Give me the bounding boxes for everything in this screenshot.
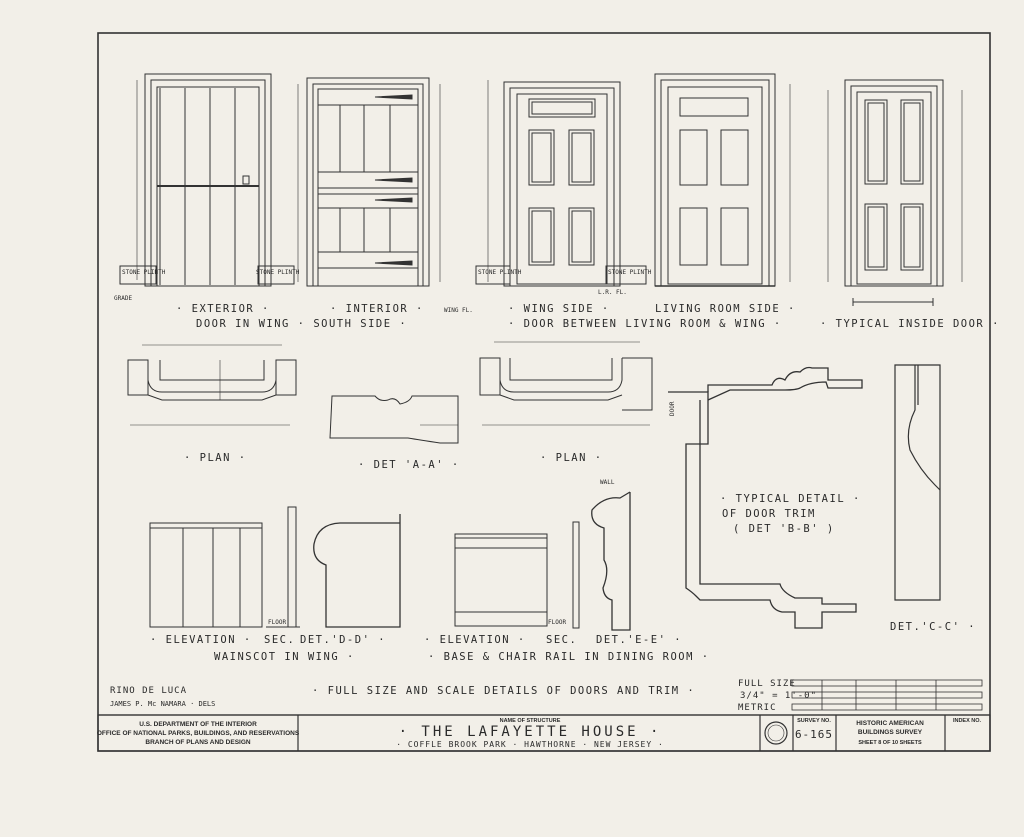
tb-structure-name: · THE LAFAYETTE HOUSE · xyxy=(399,724,662,740)
caption-typical-detail-1: · TYPICAL DETAIL · xyxy=(720,493,861,505)
door-interior-elevation xyxy=(306,77,430,287)
scale-metric: METRIC xyxy=(738,703,777,713)
scale-full-size: FULL SIZE xyxy=(738,679,796,689)
caption-door-between: · DOOR BETWEEN LIVING ROOM & WING · xyxy=(508,318,782,330)
tb-habs-2: BUILDINGS SURVEY xyxy=(858,729,923,736)
label-floor-2: FLOOR xyxy=(548,619,566,626)
wainscot-elevation-drawing xyxy=(149,506,300,628)
plan-2-drawing xyxy=(479,341,653,426)
label-door: DOOR xyxy=(669,401,676,416)
door-living-room-side-elevation xyxy=(654,73,776,287)
tb-habs-1: HISTORIC AMERICAN xyxy=(856,720,924,727)
caption-exterior: · EXTERIOR · xyxy=(176,303,270,315)
det-d-d-drawing xyxy=(313,514,401,628)
tb-agency-3: BRANCH OF PLANS AND DESIGN xyxy=(145,739,251,746)
label-floor-1: FLOOR xyxy=(268,619,286,626)
door-exterior-elevation xyxy=(119,73,295,287)
label-stone-plinth-3: STONE PLINTH xyxy=(478,269,522,276)
caption-det-dd: DET.'D-D' · xyxy=(300,634,386,646)
scale-bars xyxy=(791,679,983,711)
det-e-e-drawing xyxy=(591,491,631,631)
caption-base-chair-rail: · BASE & CHAIR RAIL IN DINING ROOM · xyxy=(428,651,710,663)
caption-main-title: · FULL SIZE AND SCALE DETAILS OF DOORS A… xyxy=(312,685,695,697)
caption-living-room-side: LIVING ROOM SIDE · xyxy=(655,303,796,315)
title-block xyxy=(97,714,991,752)
scale-three-quarter: 3/4" = 1'-0" xyxy=(740,691,817,701)
label-lr-fl: L.R. FL. xyxy=(598,289,627,296)
tb-index-no-label: INDEX NO. xyxy=(953,718,982,724)
tb-sheet: SHEET 8 OF 10 SHEETS xyxy=(858,740,922,746)
label-stone-plinth-1: STONE PLINTH xyxy=(122,269,166,276)
caption-sec-2: SEC. xyxy=(546,634,577,646)
caption-det-ee: DET.'E-E' · xyxy=(596,634,682,646)
tb-survey-no-label: SURVEY NO. xyxy=(797,718,831,724)
label-grade: GRADE xyxy=(114,295,132,302)
caption-det-cc: DET.'C-C' · xyxy=(890,621,976,633)
caption-interior: · INTERIOR · xyxy=(330,303,424,315)
tb-name-of-structure-label: NAME OF STRUCTURE xyxy=(500,718,561,724)
delineator-2: JAMES P. Mc NAMARA · DELS xyxy=(110,700,215,708)
label-stone-plinth-2: STONE PLINTH xyxy=(256,269,300,276)
caption-typical-detail-2: OF DOOR TRIM xyxy=(722,508,816,520)
caption-elevation-1: · ELEVATION · xyxy=(150,634,252,646)
dimension-lines xyxy=(136,80,963,282)
door-trim-detail-b-b xyxy=(668,366,863,629)
caption-typical-detail-3: ( DET 'B-B' ) xyxy=(733,523,835,535)
base-chair-rail-elevation-drawing xyxy=(454,521,580,629)
tb-location: · COFFLE BROOK PARK · HAWTHORNE · NEW JE… xyxy=(396,740,664,749)
caption-elevation-2: · ELEVATION · xyxy=(424,634,526,646)
captions: · EXTERIOR · · INTERIOR · DOOR IN WING ·… xyxy=(150,303,1000,697)
door-wing-side-elevation xyxy=(475,81,647,287)
det-c-c-drawing xyxy=(894,364,941,601)
tb-survey-no: 6-165 xyxy=(795,728,833,741)
delineator-1: RINO DE LUCA xyxy=(110,686,187,696)
caption-wing-side: · WING SIDE · xyxy=(508,303,610,315)
small-labels: STONE PLINTH STONE PLINTH STONE PLINTH S… xyxy=(114,269,676,626)
caption-typical-inside-door: · TYPICAL INSIDE DOOR · xyxy=(820,318,1000,330)
caption-plan-1: · PLAN · xyxy=(184,452,247,464)
tb-agency-2: OFFICE OF NATIONAL PARKS, BUILDINGS, AND… xyxy=(97,730,300,737)
label-wing-fl: WING FL. xyxy=(444,307,473,314)
det-a-a-drawing xyxy=(329,395,459,444)
label-stone-plinth-4: STONE PLINTH xyxy=(608,269,652,276)
caption-plan-2: · PLAN · xyxy=(540,452,603,464)
caption-sec-1: SEC. xyxy=(264,634,295,646)
caption-door-in-wing-south: DOOR IN WING · SOUTH SIDE · xyxy=(196,318,407,330)
door-typical-inside-elevation xyxy=(844,79,944,306)
tb-agency-1: U.S. DEPARTMENT OF THE INTERIOR xyxy=(139,721,257,728)
caption-det-aa: · DET 'A-A' · xyxy=(358,459,460,471)
plan-1-drawing xyxy=(127,344,297,426)
caption-wainscot: WAINSCOT IN WING · xyxy=(214,651,355,663)
label-wall: WALL xyxy=(600,479,615,486)
